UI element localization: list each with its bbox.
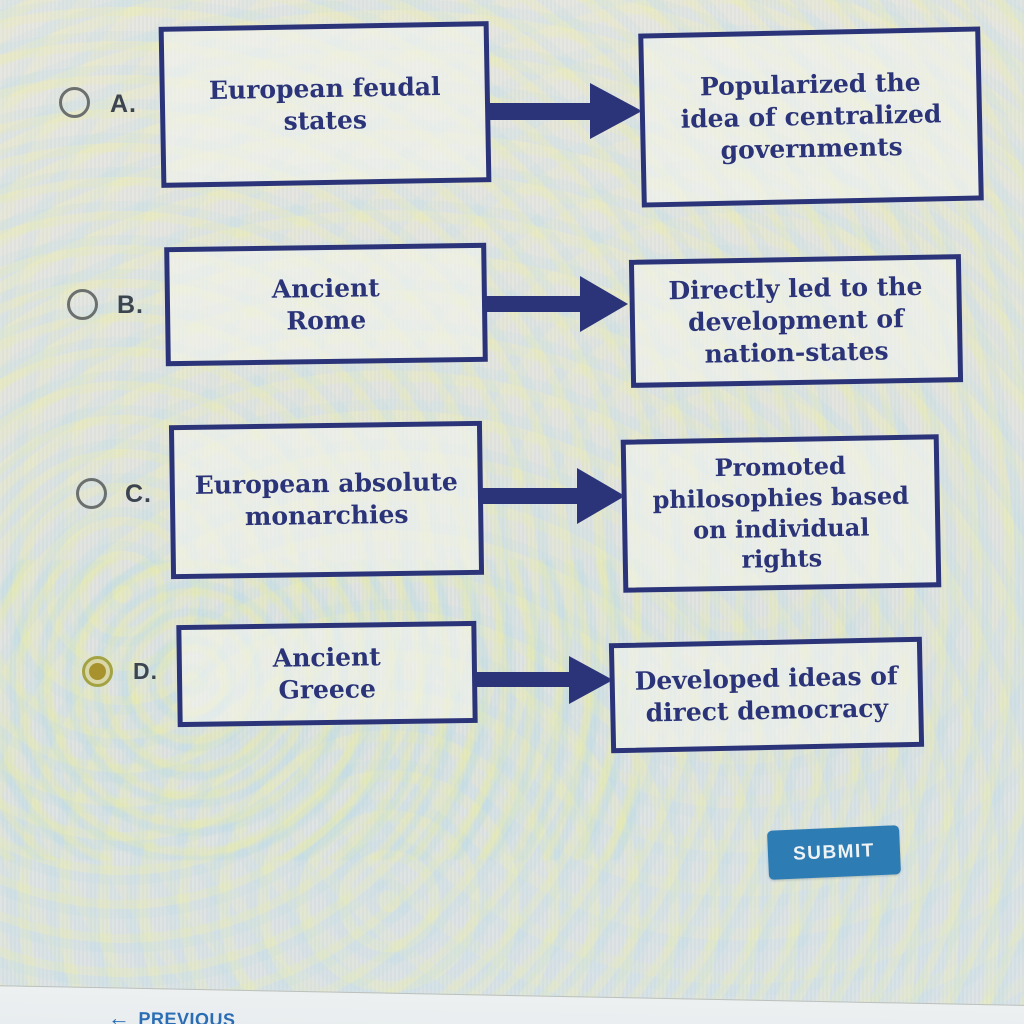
right-arrow-icon bbox=[590, 83, 642, 139]
radio-option-d[interactable] bbox=[82, 656, 113, 687]
back-arrow-icon: ← bbox=[107, 1005, 131, 1024]
option-a-letter: A. bbox=[110, 90, 137, 118]
previous-link[interactable]: ← PREVIOUS bbox=[108, 1005, 236, 1024]
right-arrow-icon bbox=[481, 488, 579, 504]
radio-option-b[interactable] bbox=[67, 289, 98, 320]
right-arrow-icon bbox=[577, 468, 625, 524]
right-arrow-icon bbox=[485, 296, 582, 312]
option-d-cause-text: Ancient Greece bbox=[272, 642, 381, 705]
option-b-letter: B. bbox=[117, 291, 144, 319]
option-c-letter: C. bbox=[125, 480, 152, 508]
right-arrow-icon bbox=[477, 672, 571, 687]
option-d-cause-box: Ancient Greece bbox=[176, 620, 478, 728]
right-arrow-icon bbox=[490, 103, 592, 120]
radio-option-a[interactable] bbox=[59, 87, 90, 118]
radio-option-c[interactable] bbox=[76, 478, 107, 509]
option-d-effect-text: Developed ideas of direct democracy bbox=[634, 661, 898, 728]
option-d-effect-box: Developed ideas of direct democracy bbox=[608, 636, 925, 754]
submit-button[interactable]: SUBMIT bbox=[766, 825, 902, 880]
previous-link-label: PREVIOUS bbox=[138, 1008, 236, 1024]
option-d-letter: D. bbox=[133, 658, 158, 684]
right-arrow-icon bbox=[569, 656, 613, 704]
right-arrow-icon bbox=[580, 276, 628, 332]
